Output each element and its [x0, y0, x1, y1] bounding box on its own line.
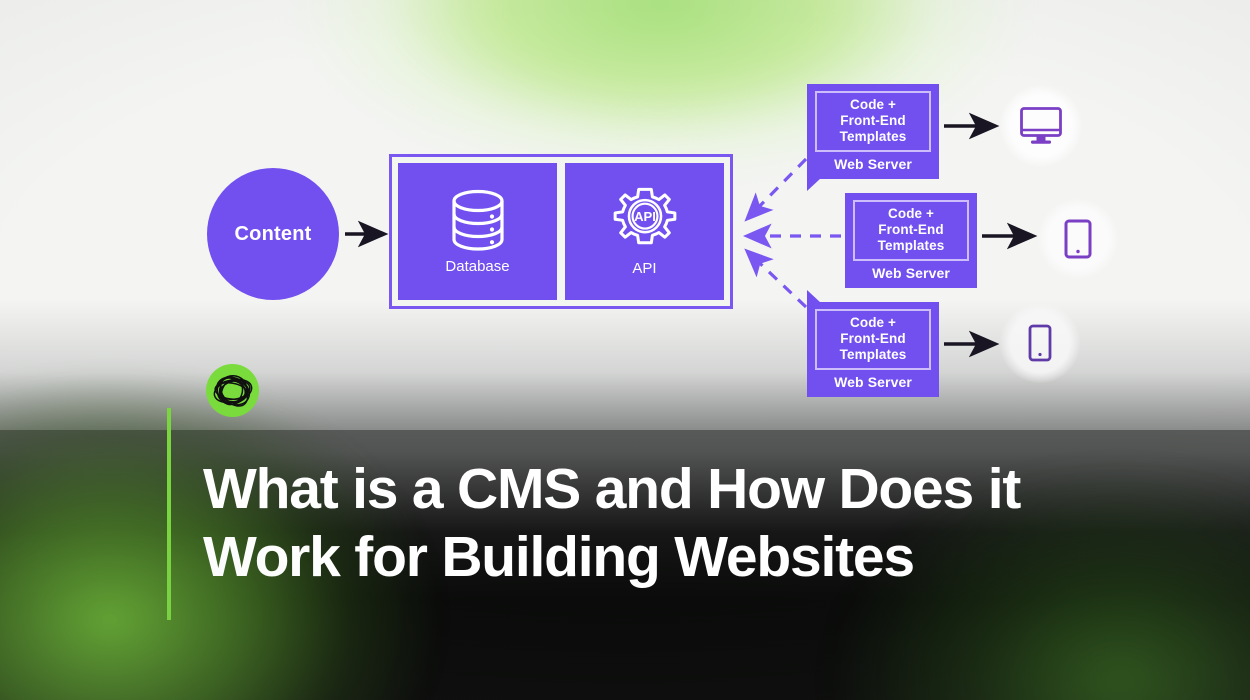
device-bubble-tablet[interactable] [1038, 199, 1118, 279]
cms-api-label: API [632, 260, 657, 277]
cms-database-label: Database [445, 258, 510, 275]
green-scribble-logo-icon [213, 374, 252, 407]
diagram-connectors [345, 112, 1038, 358]
page-title-line-1: What is a CMS and How Does it [203, 457, 1021, 521]
database-icon [451, 189, 504, 251]
background-green-glow-bottom-left [0, 310, 520, 700]
page-title-line-2: Work for Building Websites [203, 525, 915, 589]
gear-icon-inner-text: API [634, 209, 656, 224]
server-2-line-3: Templates [877, 238, 945, 253]
server-1-line-2: Front-End [840, 113, 906, 128]
server-3-templates-block: Code + Front-End Templates [815, 309, 931, 370]
cms-architecture-diagram: Content Database [207, 84, 1118, 397]
device-bubble-phone[interactable] [1000, 303, 1080, 383]
desktop-monitor-icon [1020, 107, 1062, 144]
server-1-line-3: Templates [839, 129, 907, 144]
server-1-line-1: Code + [850, 97, 896, 112]
headline-accent-bar [167, 408, 171, 620]
device-bubble-desktop[interactable] [1000, 85, 1082, 167]
web-server-card-3[interactable]: Code + Front-End Templates Web Server [807, 290, 939, 397]
server-3-footer-label: Web Server [834, 374, 912, 390]
content-label: Content [234, 222, 312, 245]
server-3-line-1: Code + [850, 315, 896, 330]
server-2-templates-block: Code + Front-End Templates [853, 200, 969, 261]
gear-api-icon: API [613, 187, 676, 245]
server-3-line-3: Templates [839, 347, 907, 362]
server-1-templates-block: Code + Front-End Templates [815, 91, 931, 152]
arrow-server3-to-api [744, 248, 808, 309]
web-server-card-1[interactable]: Code + Front-End Templates Web Server [807, 84, 939, 191]
page-title: What is a CMS and How Does it Work for B… [203, 455, 1033, 591]
cms-api-cell[interactable]: API API [565, 163, 724, 300]
arrow-server1-to-api [744, 157, 808, 222]
server-1-footer-label: Web Server [834, 156, 912, 172]
cms-container: Database API API [389, 154, 733, 309]
server-2-line-2: Front-End [878, 222, 944, 237]
mobile-phone-icon [1028, 324, 1052, 362]
tablet-icon [1064, 219, 1092, 259]
server-3-line-2: Front-End [840, 331, 906, 346]
background-green-glow-bottom-right [740, 400, 1250, 700]
brand-logo[interactable] [206, 364, 259, 417]
web-server-card-2[interactable]: Code + Front-End Templates Web Server [845, 193, 977, 288]
cms-database-cell[interactable]: Database [398, 163, 557, 300]
content-source-node[interactable]: Content [207, 168, 339, 300]
server-2-footer-label: Web Server [872, 265, 950, 281]
server-2-line-1: Code + [888, 206, 934, 221]
